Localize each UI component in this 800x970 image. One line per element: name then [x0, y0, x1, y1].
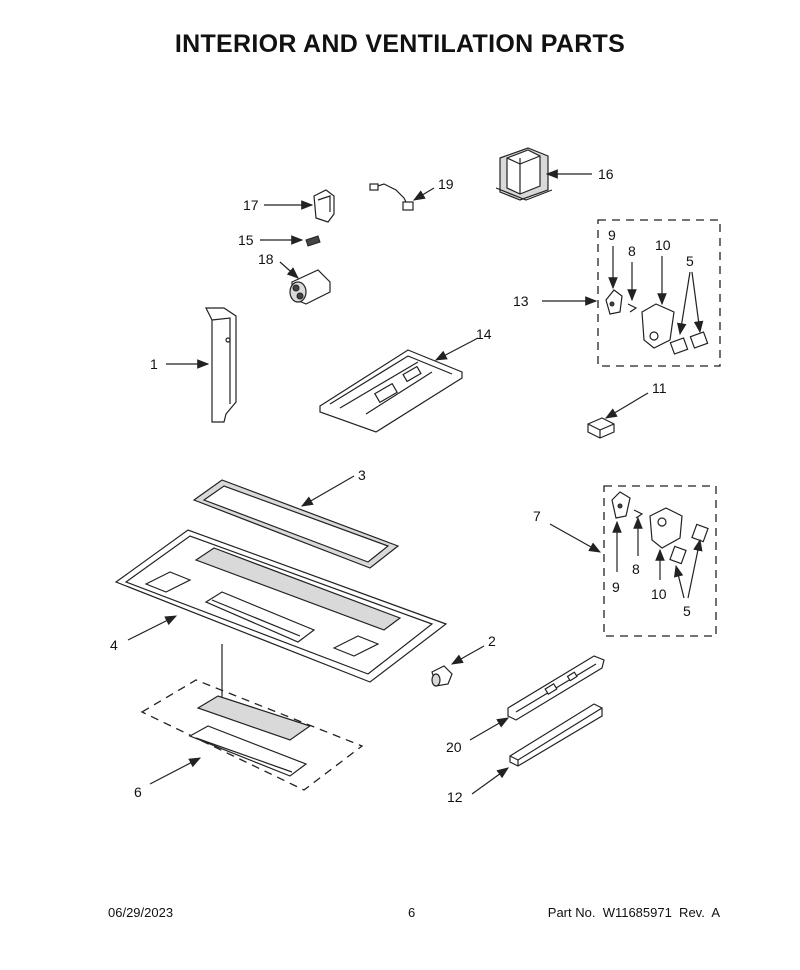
support-bracket-part-1 — [205, 307, 237, 423]
callout-10-top: 10 — [655, 237, 671, 253]
interlock-switch-part-5-bottom — [669, 523, 709, 565]
spring-part-8-top — [627, 303, 638, 313]
vent-panel-part-4 — [114, 529, 448, 683]
callout-11: 11 — [652, 380, 667, 396]
mounting-plate-part-14 — [319, 349, 463, 433]
callout-18: 18 — [258, 251, 274, 267]
callout-4: 4 — [110, 637, 118, 653]
callout-10-bottom: 10 — [651, 586, 667, 602]
switch-kit-box-13 — [597, 219, 721, 367]
sensor-part-19 — [369, 183, 414, 211]
capacitor-part-18 — [289, 269, 331, 305]
panel-part-20 — [507, 655, 605, 721]
footer-date: 06/29/2023 — [108, 905, 174, 920]
callout-2: 2 — [488, 633, 496, 649]
damper-kit-box-6 — [140, 679, 364, 791]
bracket-part-17 — [313, 189, 335, 223]
callout-5-top: 5 — [686, 253, 694, 269]
switch-holder-part-9-bottom — [611, 491, 631, 519]
trim-strip-part-12 — [509, 703, 603, 767]
footer-part-number: Part No. W11685971 Rev. A — [547, 905, 720, 920]
switch-kit-box-7 — [603, 485, 717, 637]
callout-7: 7 — [533, 508, 541, 524]
callout-13: 13 — [513, 293, 529, 309]
callout-6: 6 — [134, 784, 142, 800]
callout-17: 17 — [243, 197, 259, 213]
spring-part-8-bottom — [633, 509, 644, 519]
callout-16: 16 — [598, 166, 614, 182]
callout-5-bottom: 5 — [683, 603, 691, 619]
interlock-switch-part-5-top — [669, 331, 709, 355]
callout-20: 20 — [446, 739, 462, 755]
transformer-part-16 — [495, 147, 553, 201]
callout-19: 19 — [438, 176, 454, 192]
callout-14: 14 — [476, 326, 492, 342]
damper-part-6 — [188, 695, 312, 777]
page-title: INTERIOR AND VENTILATION PARTS — [174, 30, 626, 58]
lamp-socket-part-2 — [431, 665, 453, 687]
clip-part-15 — [305, 235, 321, 247]
callout-1: 1 — [150, 356, 158, 372]
switch-part-11 — [587, 417, 615, 439]
footer-page-number: 6 — [408, 905, 416, 920]
callout-8-bottom: 8 — [632, 561, 640, 577]
switch-holder-part-9-top — [605, 289, 623, 315]
callout-12: 12 — [447, 789, 463, 805]
callout-9-top: 9 — [608, 227, 616, 243]
lever-part-10-top — [641, 303, 675, 349]
callout-15: 15 — [238, 232, 254, 248]
callout-9-bottom: 9 — [612, 579, 620, 595]
callout-3: 3 — [358, 467, 366, 483]
filter-part-3 — [192, 479, 400, 569]
callout-8-top: 8 — [628, 243, 636, 259]
lever-part-10-bottom — [649, 507, 683, 549]
